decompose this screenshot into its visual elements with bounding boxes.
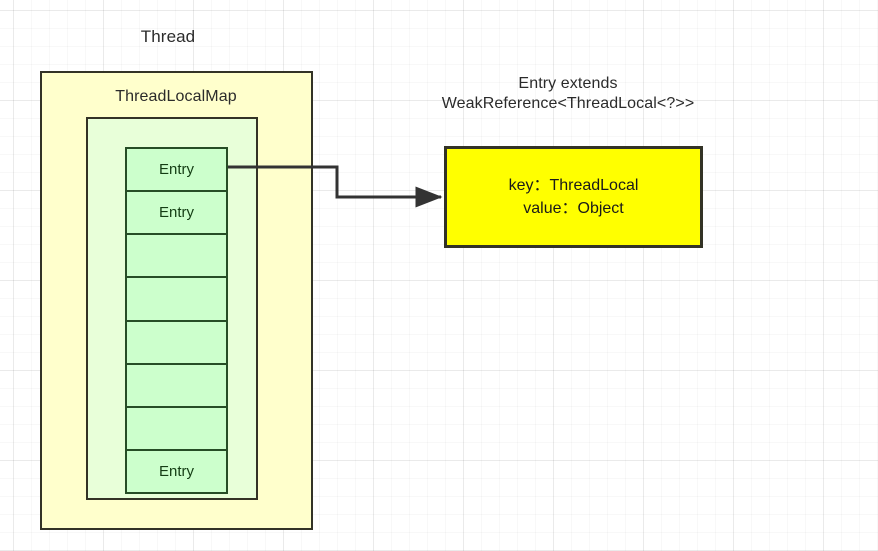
entry-slot-label: Entry: [158, 161, 194, 179]
entry-slot: [125, 405, 228, 451]
entry-slot: Entry: [125, 147, 228, 193]
entry-slot: [125, 362, 228, 408]
entry-value-line: value：Object: [523, 200, 624, 217]
entry-slot: Entry: [125, 190, 228, 236]
thread-label: Thread: [140, 27, 196, 46]
threadlocalmap-label: ThreadLocalMap: [115, 88, 237, 105]
entry-slot: [125, 319, 228, 365]
entry-key-line: key：ThreadLocal: [508, 176, 639, 194]
entry-extends-line1: Entry extends: [518, 75, 618, 92]
entry-slot: [125, 233, 228, 279]
entry-extends-line2: WeakReference<ThreadLocal<?>>: [441, 94, 695, 112]
entry-slot: Entry: [125, 448, 228, 494]
entry-slot-table: Entry Entry Entry: [125, 147, 228, 494]
entry-slot-label: Entry: [158, 204, 194, 222]
entry-slot: [125, 276, 228, 322]
entry-slot-label: Entry: [158, 462, 194, 480]
entry-detail-box: key：ThreadLocal value：Object: [444, 146, 703, 248]
